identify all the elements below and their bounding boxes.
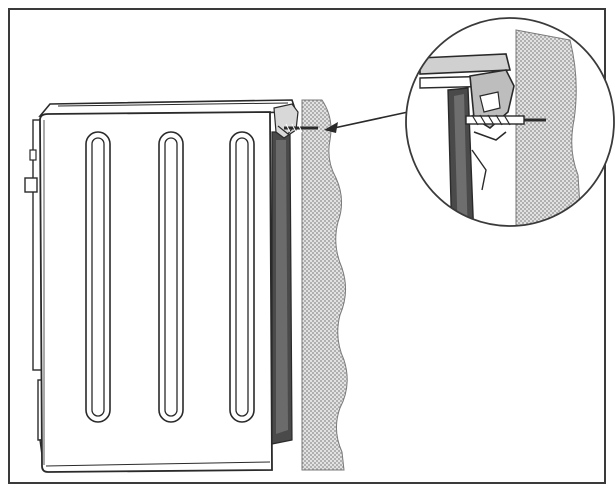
panel-slot-left: [85, 131, 111, 423]
panel-slot-right: [229, 131, 255, 423]
panel-slot-middle: [158, 131, 184, 423]
zoomed-detail-circle: [405, 17, 615, 227]
panel-slots: [85, 131, 255, 423]
leader-arrow: [324, 111, 409, 133]
detail-wall: [515, 29, 583, 226]
detail-screw: [465, 114, 546, 126]
figure-border: [8, 8, 606, 484]
appliance-body: [24, 99, 299, 473]
wall-screw: [284, 123, 318, 133]
wall-section: [301, 99, 348, 471]
